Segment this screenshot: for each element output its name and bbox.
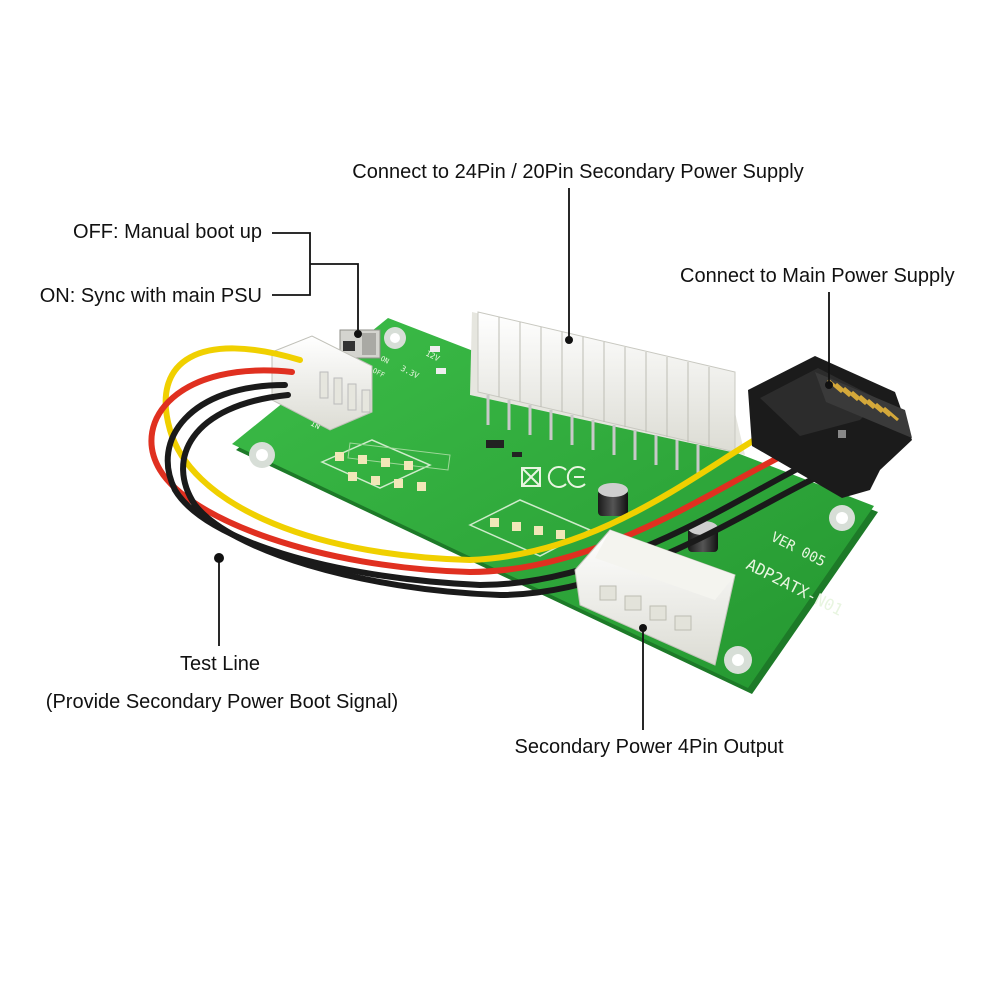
- mounting-hole: [384, 327, 406, 349]
- pin-header-pads: [335, 452, 565, 539]
- callout-switch-bracket: [272, 232, 311, 296]
- mounting-hole: [724, 646, 752, 674]
- sata-power-connector: [748, 356, 912, 498]
- sata-contacts: [827, 378, 899, 422]
- test-line-wires: [148, 345, 818, 599]
- connector-pins: [486, 395, 700, 475]
- callout-switch: [310, 263, 359, 330]
- secondary-psu-label: Connect to 24Pin / 20Pin Secondary Power…: [352, 161, 804, 183]
- capacitor: [598, 483, 628, 516]
- molex-4pin-output: [574, 529, 736, 666]
- certification-marks: [521, 466, 586, 488]
- callout-dots: [214, 330, 833, 632]
- mounting-hole: [829, 505, 855, 531]
- led-12v: [430, 346, 440, 352]
- mounting-hole: [249, 442, 275, 468]
- led-33v: [436, 368, 446, 374]
- smd-chip: [486, 440, 504, 448]
- test-line-label: Test Line: [179, 653, 261, 675]
- test-line-note-label: (Provide Secondary Power Boot Signal): [45, 691, 399, 713]
- on-mode-label: ON: Sync with main PSU: [39, 285, 262, 307]
- main-psu-label: Connect to Main Power Supply: [680, 265, 955, 287]
- output-4pin-label: Secondary Power 4Pin Output: [514, 736, 784, 758]
- off-mode-label: OFF: Manual boot up: [73, 221, 262, 243]
- silk-on: ON: [379, 355, 390, 366]
- callout-lines: [218, 188, 830, 730]
